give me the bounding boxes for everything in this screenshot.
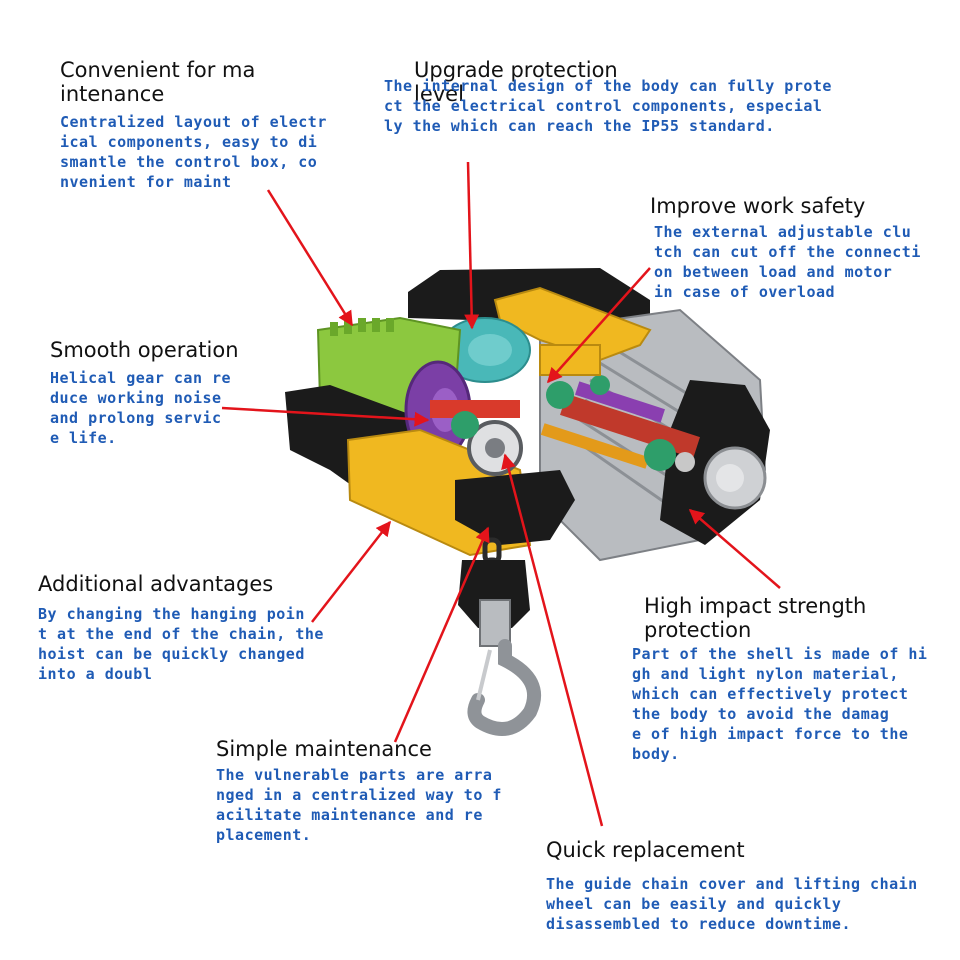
feature-title: Smooth operation: [50, 338, 239, 362]
callout-simple-maintenance: Simple maintenance The vulnerable parts …: [216, 737, 502, 845]
control-box-terminals: [330, 318, 394, 336]
arrow-quick-replacement: [501, 453, 604, 827]
arrow-upgrade-protection: [464, 161, 480, 330]
callout-upgrade-protection: Upgrade protection level The internal de…: [384, 58, 832, 136]
feature-title: Quick replacement: [546, 838, 745, 862]
leader-arrows: [221, 161, 781, 827]
hook: [467, 639, 541, 737]
feature-description: The internal design of the body can full…: [384, 77, 832, 135]
feature-description: The vulnerable parts are arra nged in a …: [216, 766, 502, 844]
arrow-convenient-maintenance: [266, 189, 354, 327]
callout-smooth-operation: Smooth operation Helical gear can re duc…: [50, 338, 239, 448]
feature-title: Simple maintenance: [216, 737, 432, 761]
feature-title: Additional advantages: [38, 572, 274, 596]
feature-description: By changing the hanging poin t at the en…: [38, 605, 324, 683]
arrow-additional-advantages: [311, 520, 391, 623]
arrow-work-safety: [546, 267, 651, 384]
feature-title: Upgrade protection level: [414, 58, 618, 106]
feature-title: High impact strength protection: [644, 594, 867, 642]
callout-quick-replacement: Quick replacement The guide chain cover …: [546, 838, 918, 934]
arrow-simple-maintenance: [393, 526, 490, 743]
feature-description: Centralized layout of electr ical compon…: [60, 113, 327, 191]
gear-shaft: [430, 400, 520, 418]
feature-title: Convenient for ma intenance: [60, 58, 256, 106]
lower-shell: [455, 470, 575, 545]
callout-high-impact: High impact strength protection Part of …: [632, 594, 927, 764]
arrow-smooth-operation: [221, 406, 430, 427]
callout-convenient-maintenance: Convenient for ma intenance Centralized …: [60, 58, 327, 192]
feature-title: Improve work safety: [650, 194, 866, 218]
feature-description: The guide chain cover and lifting chain …: [546, 875, 918, 933]
internal-gears: [546, 375, 695, 472]
feature-description: Helical gear can re duce working noise a…: [50, 369, 232, 447]
hook-block: [458, 560, 530, 628]
arrow-high-impact: [688, 509, 781, 589]
callout-additional-advantages: Additional advantages By changing the ha…: [38, 572, 324, 684]
callout-work-safety: Improve work safety The external adjusta…: [650, 194, 921, 302]
feature-description: The external adjustable clu tch can cut …: [654, 223, 921, 301]
feature-description: Part of the shell is made of hi gh and l…: [632, 645, 928, 763]
